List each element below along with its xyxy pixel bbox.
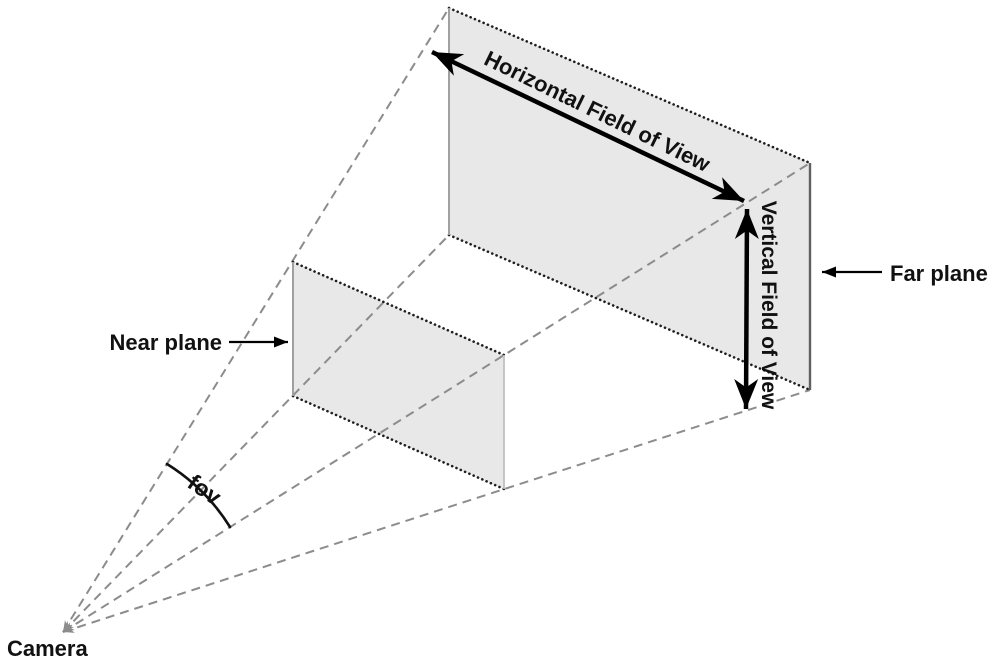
vertical-fov-label: Vertical Field of View: [757, 201, 780, 410]
camera-ray-far-top-right: [62, 162, 811, 633]
vertical-fov-arrow: [734, 208, 759, 410]
horizontal-fov-arrow: [431, 49, 745, 204]
near-plane-face: [293, 262, 504, 489]
camera-ray-far-top-left: [62, 7, 450, 633]
far-plane-label: Far plane: [890, 261, 988, 286]
fov-arc: [165, 462, 232, 529]
near-plane-top-edge: [291, 260, 506, 357]
far-plane-bottom-edge: [447, 233, 812, 392]
camera-rays: [62, 7, 811, 633]
near-plane-label: Near plane: [110, 330, 223, 355]
camera-ray-far-bottom-left: [62, 234, 450, 633]
fov-label: fov: [183, 469, 226, 510]
near-plane-bottom-edge: [291, 394, 506, 491]
near-plane-edges: [291, 260, 506, 491]
camera-ray-far-bottom-right: [62, 389, 811, 633]
camera-label: Camera: [7, 636, 88, 661]
